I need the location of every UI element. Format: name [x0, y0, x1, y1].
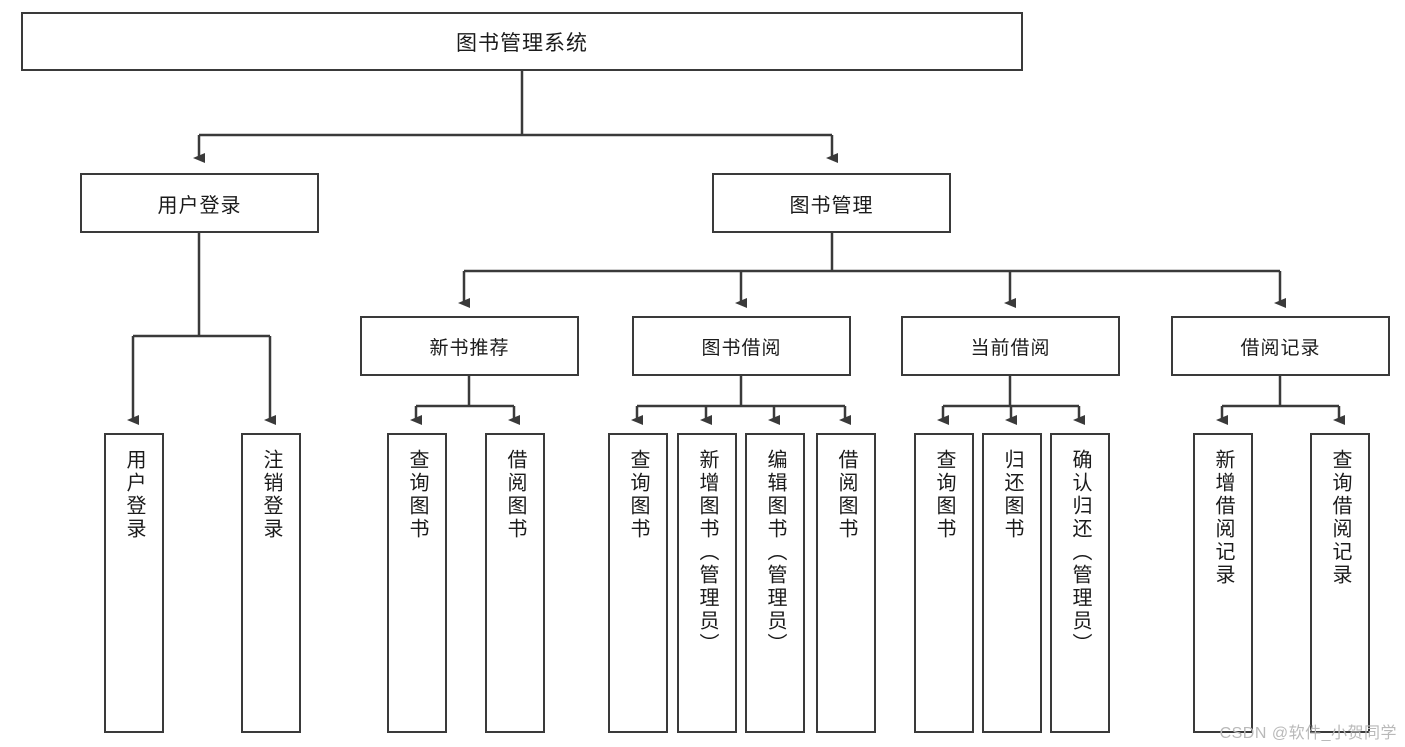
node-label: 归还图书	[1001, 449, 1023, 541]
node-book-management[interactable]: 图书管理	[712, 173, 951, 233]
node-leaf-edit-book[interactable]: 编辑图书（管理员）	[745, 433, 805, 733]
node-label: 编辑图书（管理员）	[764, 449, 786, 656]
node-leaf-confirm-return[interactable]: 确认归还（管理员）	[1050, 433, 1110, 733]
node-leaf-query-book-1[interactable]: 查询图书	[387, 433, 447, 733]
node-book-borrow[interactable]: 图书借阅	[632, 316, 851, 376]
node-label: 借阅图书	[504, 449, 526, 541]
node-label: 用户登录	[157, 194, 242, 217]
node-label: 查询图书	[933, 449, 955, 541]
node-label: 新增图书（管理员）	[696, 449, 718, 656]
node-leaf-query-book-3[interactable]: 查询图书	[914, 433, 974, 733]
node-leaf-borrow-book-2[interactable]: 借阅图书	[816, 433, 876, 733]
node-current-borrow[interactable]: 当前借阅	[901, 316, 1120, 376]
node-book-management-system[interactable]: 图书管理系统	[21, 12, 1023, 71]
node-label: 确认归还（管理员）	[1069, 449, 1091, 656]
node-label: 图书管理	[789, 194, 874, 217]
node-leaf-user-login[interactable]: 用户登录	[104, 433, 164, 733]
node-leaf-logout[interactable]: 注销登录	[241, 433, 301, 733]
node-label: 注销登录	[260, 449, 282, 541]
node-new-book-recommend[interactable]: 新书推荐	[360, 316, 579, 376]
node-user-login[interactable]: 用户登录	[80, 173, 319, 233]
node-leaf-borrow-book-1[interactable]: 借阅图书	[485, 433, 545, 733]
node-label: 查询借阅记录	[1329, 449, 1351, 587]
node-leaf-return-book[interactable]: 归还图书	[982, 433, 1042, 733]
node-label: 新增借阅记录	[1212, 449, 1234, 587]
node-label: 查询图书	[406, 449, 428, 541]
node-label: 用户登录	[123, 449, 145, 541]
node-label: 新书推荐	[429, 337, 510, 359]
node-label: 图书借阅	[701, 337, 782, 359]
node-label: 查询图书	[627, 449, 649, 541]
csdn-watermark: CSDN @软件_小贺同学	[1219, 725, 1397, 742]
node-leaf-add-book[interactable]: 新增图书（管理员）	[677, 433, 737, 733]
node-label: 当前借阅	[970, 337, 1051, 359]
node-leaf-query-record[interactable]: 查询借阅记录	[1310, 433, 1370, 733]
node-label: 借阅图书	[835, 449, 857, 541]
node-borrow-record[interactable]: 借阅记录	[1171, 316, 1390, 376]
node-label: 借阅记录	[1240, 337, 1321, 359]
node-label: 图书管理系统	[456, 31, 588, 55]
node-leaf-add-record[interactable]: 新增借阅记录	[1193, 433, 1253, 733]
node-leaf-query-book-2[interactable]: 查询图书	[608, 433, 668, 733]
